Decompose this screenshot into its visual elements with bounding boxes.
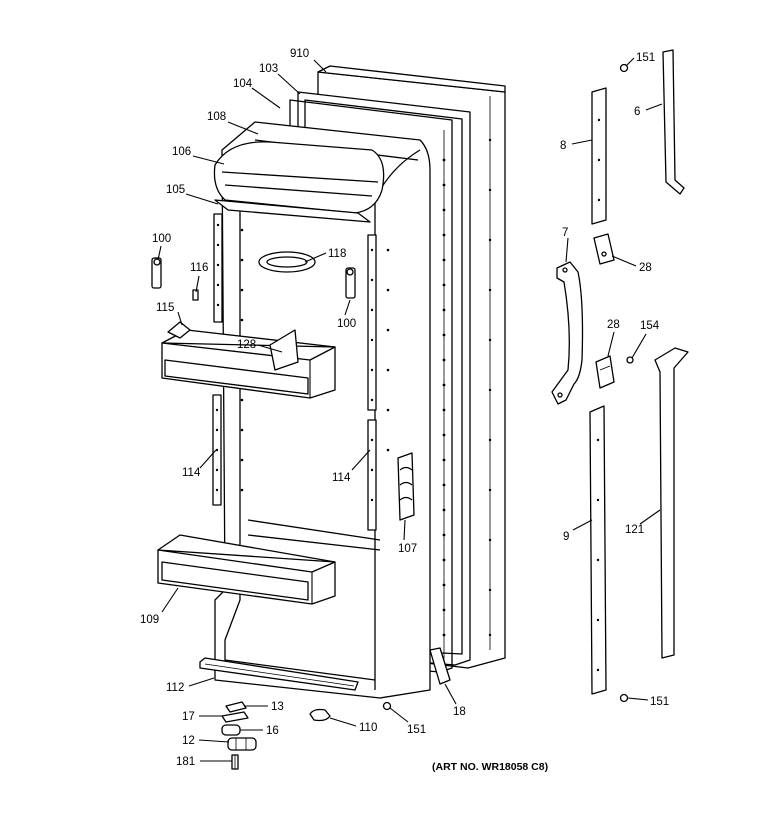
screw-151-top: [619, 63, 629, 73]
shelf-clip-right: [345, 267, 356, 299]
shelf-rail-left: [212, 213, 223, 506]
label-100-right: 100: [337, 318, 356, 330]
label-107: 107: [398, 543, 417, 555]
label-115: 115: [156, 302, 174, 314]
label-151-right: 151: [650, 696, 669, 708]
bearing-12: [227, 737, 257, 751]
dairy-shelf: [214, 199, 371, 223]
handle-trim-6: [662, 49, 685, 195]
washer-17: [221, 711, 249, 723]
label-112: 112: [166, 682, 184, 694]
label-28-bottom: 28: [607, 319, 620, 331]
label-104: 104: [233, 78, 253, 90]
label-121: 121: [625, 524, 644, 536]
label-17: 17: [182, 711, 195, 723]
label-181: 181: [176, 756, 195, 768]
screw-151-right: [619, 693, 629, 703]
label-116: 116: [190, 262, 208, 274]
label-105: 105: [166, 184, 185, 196]
bushing-16: [221, 724, 241, 736]
handle-mount-28-top: [593, 233, 615, 265]
shelf-rail-right: [367, 234, 377, 531]
leader-lines: [157, 57, 663, 762]
label-118: 118: [328, 248, 346, 260]
clip-116: [192, 289, 199, 301]
label-16: 16: [266, 725, 279, 737]
door-closure: [397, 452, 415, 521]
door-stop-110: [309, 708, 331, 722]
art-number: (ART NO. WR18058 C8): [432, 761, 548, 773]
label-151-top: 151: [636, 52, 655, 64]
label-9: 9: [563, 531, 569, 543]
label-110: 110: [359, 722, 377, 734]
handle-trim-8: [591, 87, 607, 225]
hinge-strip-18: [429, 647, 451, 685]
bin-divider: [269, 329, 299, 371]
label-128-bin: 128: [237, 339, 256, 351]
screw-181: [231, 754, 239, 770]
label-18: 18: [453, 706, 466, 718]
label-13: 13: [271, 701, 284, 713]
label-8: 8: [560, 140, 566, 152]
dairy-compartment-door: [213, 141, 385, 214]
screw-154: [626, 356, 634, 364]
handle-trim-121: [654, 347, 689, 659]
label-12: 12: [182, 735, 195, 747]
shelf-clip-left: [151, 257, 162, 289]
part-labels: 910 103 104 108 106 105 100 116 118 100 …: [140, 48, 669, 768]
bottom-trim: [199, 657, 359, 691]
lower-door-bin: [157, 534, 336, 605]
label-910: 910: [290, 48, 309, 60]
hinge-pin-13: [225, 701, 247, 713]
label-114-right: 114: [332, 472, 351, 484]
label-100-left: 100: [152, 233, 171, 245]
egg-tray: [258, 251, 316, 273]
label-28-top: 28: [639, 262, 652, 274]
label-151-bottom: 151: [407, 724, 426, 736]
label-103: 103: [259, 63, 278, 75]
label-154: 154: [640, 320, 660, 332]
label-108: 108: [207, 111, 226, 123]
handle-trim-9: [589, 405, 607, 695]
label-6: 6: [634, 106, 640, 118]
screw-151-bottom: [382, 701, 392, 711]
handle-mount-28-bottom: [595, 355, 615, 389]
label-114-left: 114: [182, 467, 201, 479]
handle-7: [551, 261, 584, 405]
label-106: 106: [172, 146, 191, 158]
label-109: 109: [140, 614, 159, 626]
label-7: 7: [562, 227, 568, 239]
